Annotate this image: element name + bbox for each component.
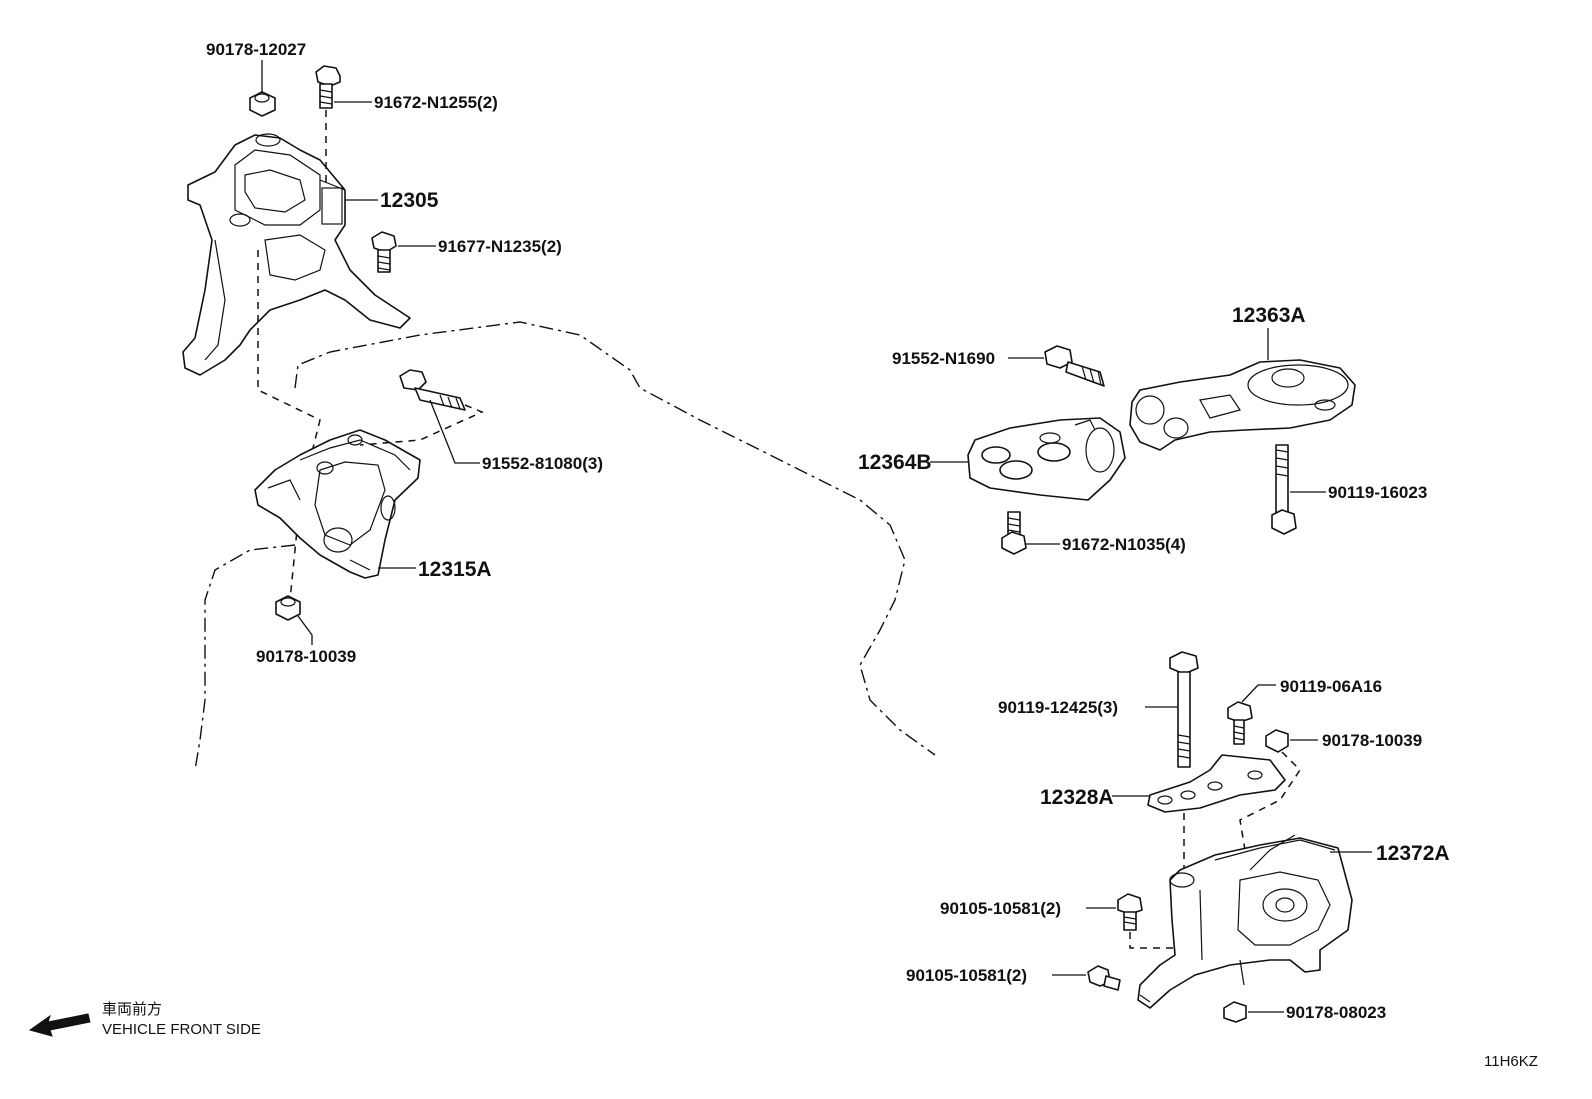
label-p1: 90178-12027: [206, 40, 306, 59]
nut-90178-10039-right-icon: [1265, 729, 1289, 753]
bolt-91552-N1690-icon: [1044, 345, 1105, 387]
label-p16: 12328A: [1040, 786, 1114, 809]
engine-outline: [294, 321, 936, 756]
torque-rod-12363A: [1129, 359, 1356, 451]
vehicle-front-arrow-icon: [28, 1013, 91, 1037]
label-p8: 91552-N1690: [892, 349, 995, 368]
direction-label-jp: 車両前方: [102, 1001, 162, 1018]
label-p18: 90105-10581(2): [940, 899, 1061, 918]
bracket-12328A: [1147, 754, 1286, 813]
mount-bracket-12305: [182, 133, 411, 376]
label-p15: 90178-10039: [1322, 731, 1422, 750]
bolt-91672-N1035-icon: [1001, 511, 1027, 555]
label-p7: 90178-10039: [256, 647, 356, 666]
bolt-91552-81080-icon: [399, 369, 466, 411]
nut-90178-10039-left-icon: [275, 595, 301, 621]
label-p14: 90119-06A16: [1280, 677, 1382, 696]
label-p5: 91552-81080(3): [482, 454, 603, 473]
nut-90178-12027-icon: [249, 91, 276, 117]
label-p2: 91672-N1255(2): [374, 93, 498, 112]
bracket-12364B: [967, 417, 1126, 501]
mount-bracket-12315A: [254, 429, 421, 579]
bolt-90119-16023-icon: [1271, 444, 1297, 535]
label-p6: 12315A: [418, 558, 492, 581]
bolt-90119-12425-icon: [1169, 651, 1199, 768]
engine-outline-lower: [194, 544, 296, 771]
label-p20: 90178-08023: [1286, 1003, 1386, 1022]
label-p13: 90119-12425(3): [998, 698, 1118, 717]
direction-label-en: VEHICLE FRONT SIDE: [102, 1021, 261, 1038]
figure-code: 11H6KZ: [1484, 1053, 1538, 1070]
bolt-91672-N1255-icon: [315, 65, 341, 109]
bolt-90105-10581-lower-icon: [1087, 965, 1121, 991]
label-p9: 12363A: [1232, 304, 1306, 327]
mount-insulator-12372A: [1137, 834, 1353, 1009]
label-p10: 12364B: [858, 451, 932, 474]
label-p12: 91672-N1035(4): [1062, 535, 1186, 554]
label-p17: 12372A: [1376, 842, 1450, 865]
bolt-90119-06A16-icon: [1227, 701, 1253, 745]
label-p19: 90105-10581(2): [906, 966, 1027, 985]
label-p11: 90119-16023: [1328, 483, 1427, 502]
nut-90178-08023-icon: [1223, 1001, 1247, 1023]
label-p4: 91677-N1235(2): [438, 237, 562, 256]
bolt-91677-N1235-icon: [371, 231, 397, 273]
bolt-90105-10581-upper-icon: [1117, 893, 1143, 931]
label-p3: 12305: [380, 189, 439, 212]
